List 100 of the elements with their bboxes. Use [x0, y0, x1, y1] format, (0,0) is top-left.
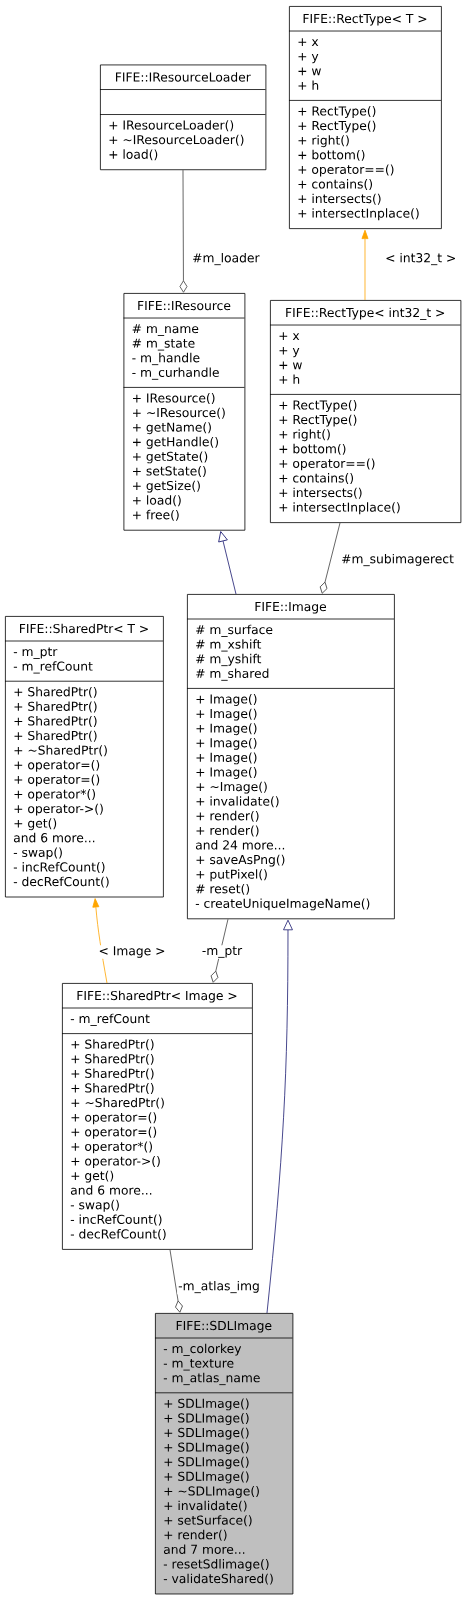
member-text: + getHandle(): [133, 436, 218, 449]
member-text: + SDLImage(): [164, 1427, 249, 1440]
member-text: and 24 more...: [195, 840, 285, 850]
member-text: + IResource(): [133, 393, 215, 405]
member-text: + render(): [164, 1529, 227, 1541]
member-text: + SDLImage(): [164, 1442, 249, 1455]
class-box: [61, 983, 253, 1250]
member-text: + ~SDLImage(): [164, 1486, 259, 1498]
class-box: [123, 293, 246, 531]
member-text: - createUniqueImageName(): [195, 898, 370, 911]
member-text: and 6 more...: [70, 1185, 152, 1195]
arrow: [92, 898, 108, 984]
member-text: + operator=(): [14, 774, 100, 787]
member-text: + getState(): [133, 451, 208, 464]
arrow: [169, 1249, 183, 1313]
class-name: FIFE::IResource: [138, 301, 231, 311]
member-text: # m_xshift: [196, 639, 262, 652]
edge-label: < int32_t >: [384, 251, 458, 267]
member-text: + Image(): [196, 723, 257, 736]
member-text: # m_state: [132, 338, 195, 351]
member-text: + load(): [133, 495, 181, 507]
member-text: + operator=(): [71, 1112, 157, 1125]
member-text: + load(): [109, 149, 158, 161]
member-text: - m_refCount: [13, 661, 93, 674]
member-text: and 6 more...: [13, 832, 95, 843]
arrow: [218, 531, 237, 595]
member-text: + intersectInplace(): [298, 208, 419, 221]
member-text: + SDLImage(): [164, 1398, 249, 1411]
member-text: + Image(): [196, 708, 257, 721]
member-text: + x: [279, 332, 300, 340]
member-text: + h: [279, 374, 300, 384]
member-text: + w: [279, 361, 302, 370]
member-text: + getName(): [133, 422, 211, 435]
edge-label: -m_atlas_img: [177, 1279, 261, 1295]
member-text: + y: [279, 346, 300, 358]
class-box: [186, 594, 395, 920]
class-name: FIFE::SharedPtr< T >: [20, 623, 148, 634]
member-text: + intersects(): [298, 193, 381, 205]
member-text: - m_atlas_name: [163, 1372, 260, 1386]
member-text: + bottom(): [279, 443, 346, 455]
arrow: [266, 919, 293, 1314]
member-text: + ~SharedPtr(): [71, 1097, 164, 1109]
member-text: + ~IResource(): [133, 407, 225, 419]
member-text: # m_shared: [196, 668, 269, 681]
member-text: + operator=(): [71, 1126, 157, 1139]
member-text: + SharedPtr(): [71, 1068, 154, 1080]
member-text: + w: [298, 67, 321, 76]
arrow: [361, 229, 369, 301]
class-box: [99, 64, 267, 171]
member-text: + SharedPtr(): [14, 730, 97, 742]
member-text: - validateShared(): [163, 1573, 273, 1585]
member-text: + IResourceLoader(): [109, 120, 234, 132]
member-text: + invalidate(): [196, 796, 279, 808]
edge-label: #m_loader: [191, 251, 261, 267]
member-text: + RectType(): [298, 120, 376, 133]
member-text: + setState(): [133, 466, 206, 478]
member-text: + getSize(): [133, 480, 200, 493]
arrow: [210, 918, 229, 983]
member-text: + Image(): [196, 694, 257, 706]
class-box: [288, 6, 442, 229]
member-text: - m_handle: [132, 352, 200, 366]
member-text: - swap(): [70, 1199, 119, 1212]
member-text: + SharedPtr(): [71, 1039, 154, 1051]
member-text: + SDLImage(): [164, 1471, 249, 1484]
member-text: # reset(): [196, 883, 250, 895]
member-text: + h: [298, 80, 319, 90]
member-text: + SharedPtr(): [14, 686, 97, 698]
member-text: + bottom(): [298, 149, 365, 161]
member-text: + y: [298, 52, 319, 64]
member-text: + Image(): [196, 767, 257, 779]
member-text: + render(): [196, 810, 259, 822]
member-text: + RectType(): [279, 400, 357, 412]
member-text: - m_ptr: [13, 647, 58, 659]
member-text: + saveAsPng(): [196, 854, 285, 867]
member-text: + operator==(): [279, 458, 375, 471]
member-text: + RectType(): [298, 106, 376, 118]
member-text: + operator->(): [14, 803, 103, 816]
member-text: + SharedPtr(): [14, 716, 97, 728]
class-name: FIFE::SDLImage: [176, 1320, 272, 1333]
member-text: - m_colorkey: [163, 1343, 242, 1356]
class-name: FIFE::RectType< T >: [303, 14, 427, 26]
member-text: + ~IResourceLoader(): [109, 134, 244, 146]
member-text: + ~Image(): [196, 781, 267, 794]
member-text: + get(): [14, 818, 57, 831]
member-text: - incRefCount(): [13, 862, 105, 874]
member-text: # m_name: [132, 324, 199, 336]
member-text: + free(): [133, 509, 179, 521]
member-text: and 7 more...: [163, 1544, 245, 1554]
member-text: - swap(): [13, 847, 62, 860]
member-text: # m_yshift: [196, 653, 262, 667]
member-text: + contains(): [279, 473, 353, 485]
member-text: + contains(): [298, 179, 372, 191]
member-text: + SharedPtr(): [71, 1053, 154, 1065]
member-text: + SharedPtr(): [71, 1083, 154, 1094]
member-text: + Image(): [196, 752, 257, 765]
member-text: + SharedPtr(): [14, 701, 97, 713]
class-box: [154, 1313, 294, 1595]
edge-label: -m_ptr: [200, 945, 244, 959]
edge-label: #m_subimagerect: [340, 552, 455, 568]
arrow: [179, 169, 188, 293]
